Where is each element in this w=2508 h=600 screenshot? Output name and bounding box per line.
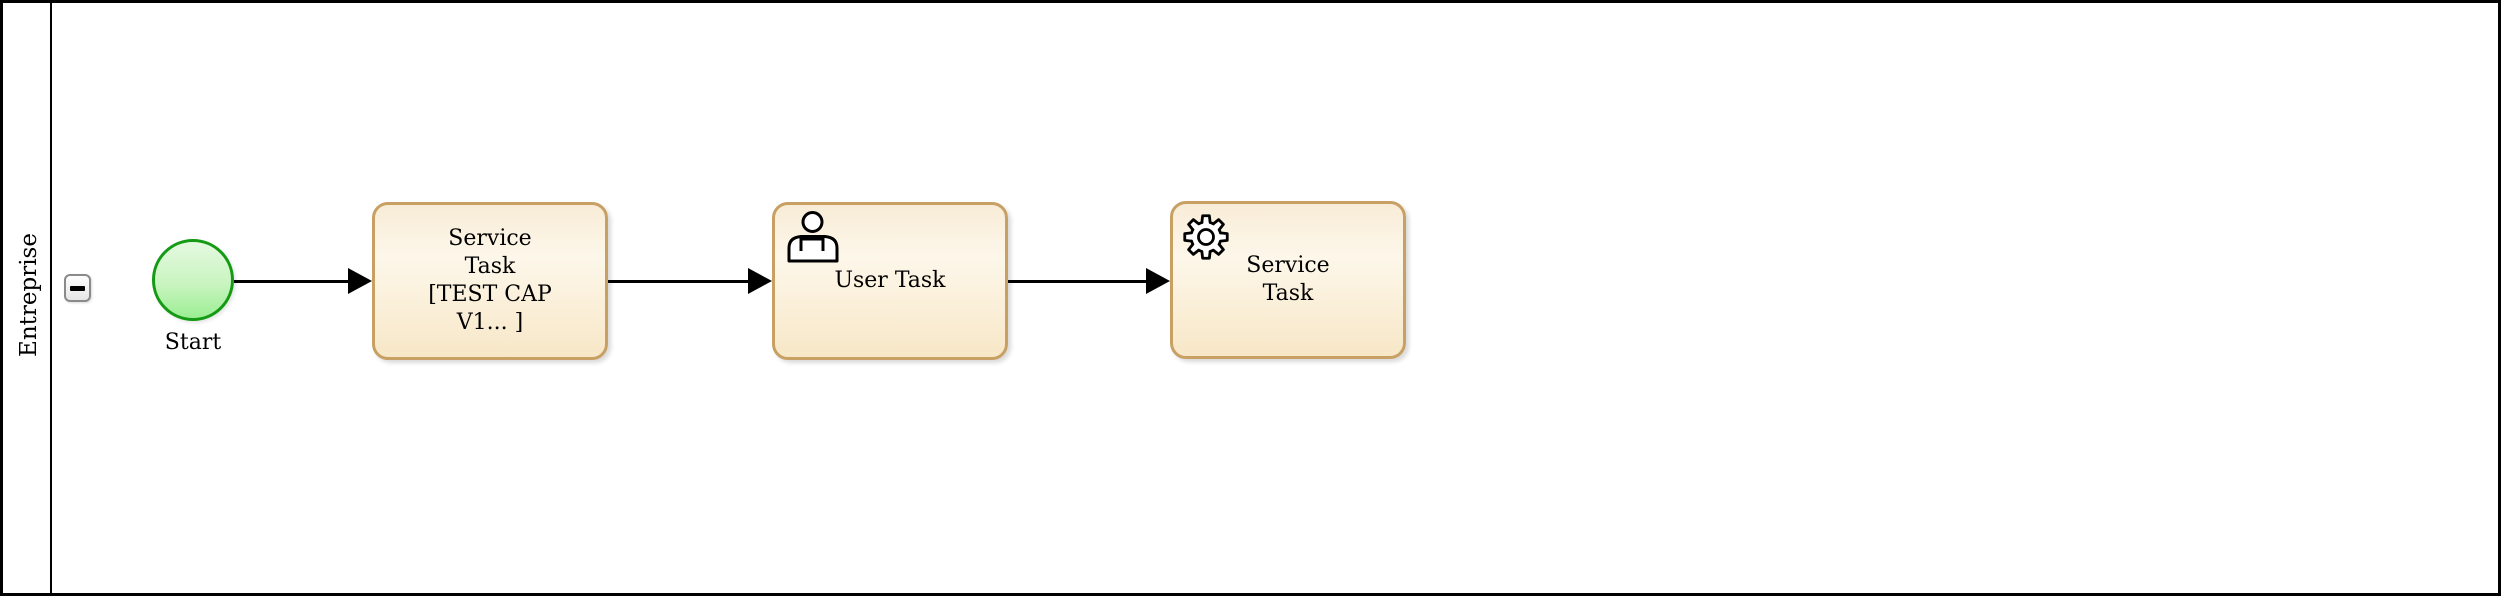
arrowhead-icon [748, 268, 772, 294]
gear-icon [1183, 214, 1229, 260]
task-label-line: [TEST CAP [428, 282, 552, 307]
start-event-label: Start [164, 330, 222, 355]
task-label-line: Service [448, 226, 532, 251]
arrowhead-icon [1146, 268, 1170, 294]
task-service-2-label: Service Task [1246, 252, 1329, 308]
task-user[interactable]: User Task [772, 202, 1008, 360]
task-label-line: Service [1246, 253, 1330, 278]
task-service-1-label: Service Task [TEST CAP V1... ] [428, 225, 552, 337]
sequence-flow-2[interactable] [608, 280, 750, 283]
task-label-line: V1... ] [456, 310, 524, 335]
user-icon [786, 211, 840, 263]
minus-icon [70, 285, 85, 291]
arrowhead-icon [348, 268, 372, 294]
start-event[interactable] [152, 239, 234, 321]
task-service-1[interactable]: Service Task [TEST CAP V1... ] [372, 202, 608, 360]
task-service-2[interactable]: Service Task [1170, 201, 1406, 359]
sequence-flow-1[interactable] [234, 280, 350, 283]
sequence-flow-3[interactable] [1008, 280, 1146, 283]
lane-collapse-button[interactable] [64, 274, 91, 302]
task-user-label: User Task [834, 267, 945, 295]
lane-label: Entreprise [16, 233, 42, 357]
task-label-line: Task [464, 254, 516, 279]
task-label-line: Task [1262, 281, 1314, 306]
task-label-line: User Task [834, 268, 946, 293]
lane-header[interactable]: Entreprise [3, 3, 52, 593]
